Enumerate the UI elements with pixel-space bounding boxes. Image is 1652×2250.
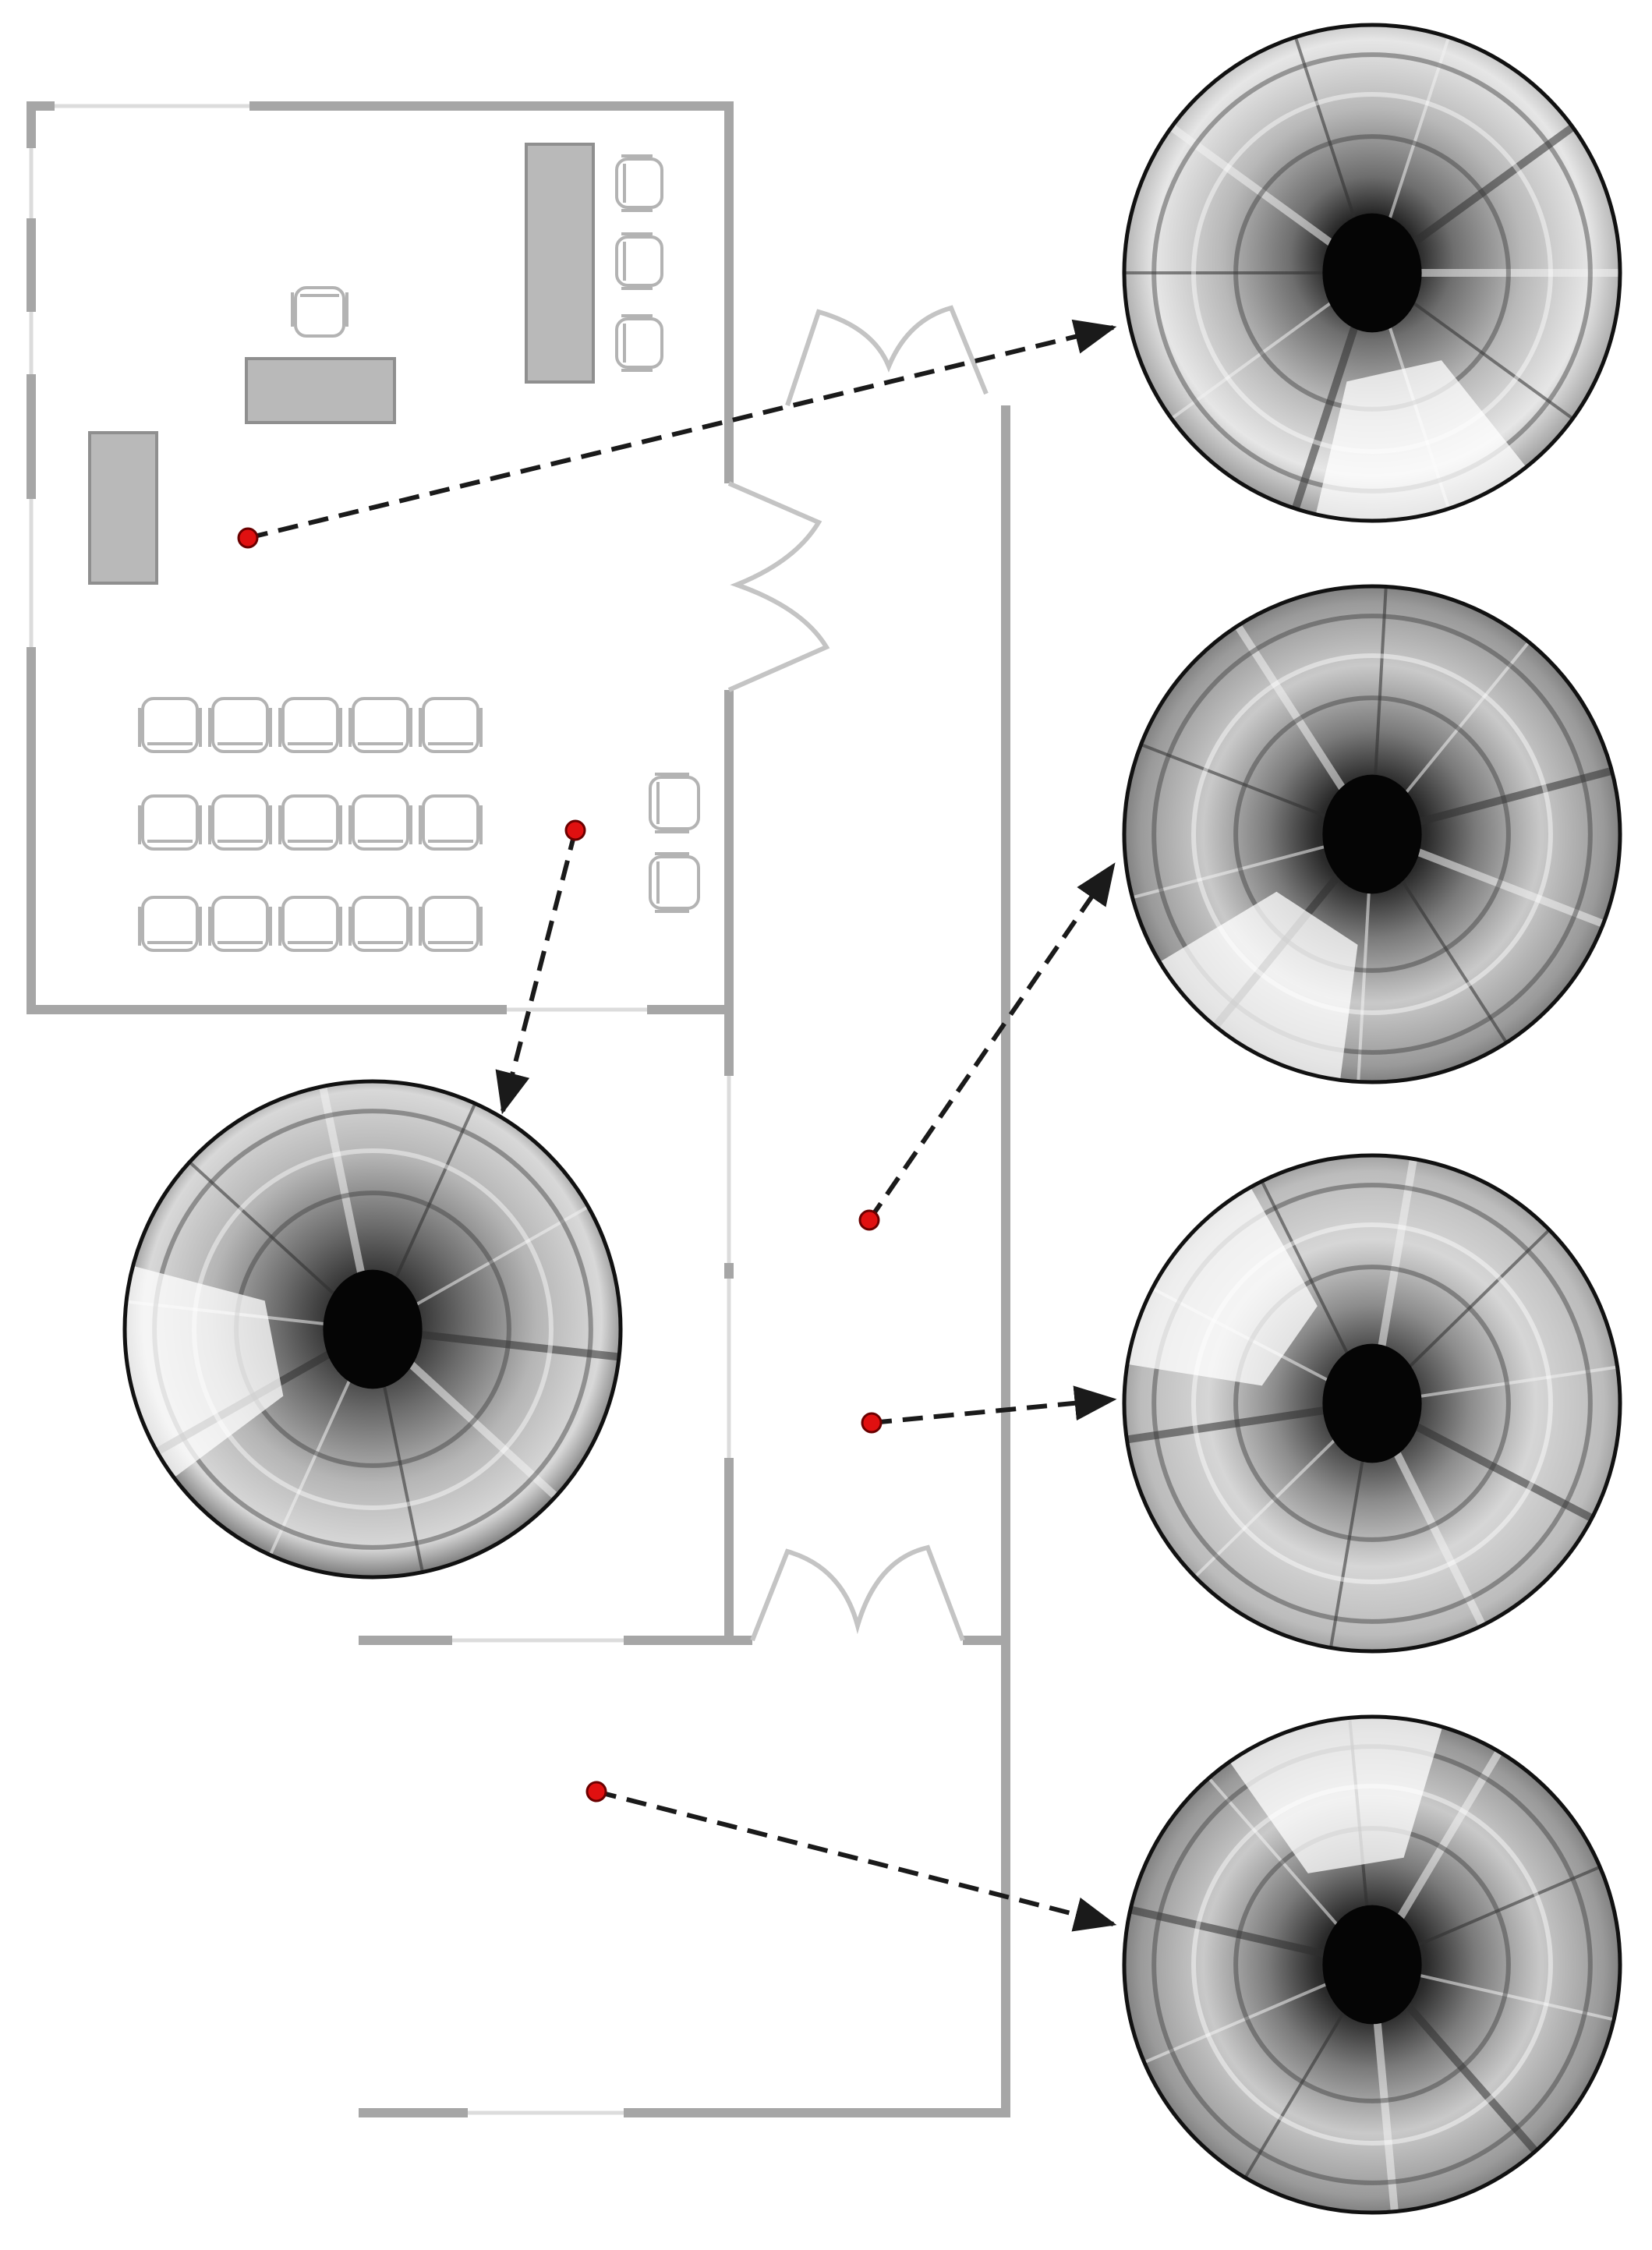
chair-grid-seat (138, 896, 202, 952)
chair-by-wall (649, 852, 700, 913)
panoramas (122, 23, 1622, 2215)
chair-grid-seat (138, 794, 202, 851)
cabinet-left (88, 431, 158, 585)
capture-arrows (247, 319, 1117, 1932)
chair-grid-seat (419, 794, 483, 851)
door-office-side (727, 481, 830, 692)
office-room-walls (27, 101, 734, 1014)
camera-position-marker (237, 527, 259, 549)
camera-position-marker (861, 1412, 883, 1434)
arrow-to-panorama-office-seating (495, 830, 578, 1115)
camera-position-marker (585, 1781, 607, 1802)
arrow-to-panorama-corridor-upper (867, 862, 1116, 1222)
corridor-openings (452, 1076, 731, 2115)
chair-grid-seat (138, 697, 202, 753)
panorama-corridor-lower (1122, 1153, 1622, 1654)
office-chairs (138, 154, 700, 952)
chair-grid-seat (208, 794, 272, 851)
chair-grid-seat (278, 697, 342, 753)
panorama-office-seating (122, 1079, 623, 1580)
panorama-rim (1122, 23, 1622, 523)
arrow-to-panorama-lower-room (596, 1789, 1117, 1932)
chair-grid-seat (348, 896, 412, 952)
chair-grid-seat (419, 697, 483, 753)
chair-grid-seat (278, 896, 342, 952)
panorama-rim (122, 1079, 623, 1580)
door-bottom (750, 1544, 965, 1642)
panorama-rim (1122, 584, 1622, 1084)
chair-grid-seat (278, 794, 342, 851)
cabinet-right (525, 143, 595, 384)
office-furniture (88, 143, 595, 585)
chair-right-column (615, 154, 663, 212)
camera-position-marker (858, 1209, 880, 1231)
panorama-rim (1122, 1714, 1622, 2215)
chair-grid-seat (208, 896, 272, 952)
panorama-corridor-upper (1122, 584, 1622, 1084)
chair-right-column (615, 314, 663, 372)
chair-grid-seat (348, 697, 412, 753)
chair-right-column (615, 232, 663, 290)
chair-grid-seat (348, 794, 412, 851)
panorama-scene (1129, 1717, 1615, 2213)
floorplan (27, 101, 1010, 2117)
arrow-to-panorama-corridor-lower (871, 1385, 1117, 1425)
panorama-rim (1122, 1153, 1622, 1654)
chair-grid-seat (419, 896, 483, 952)
corridor-walls (359, 405, 1010, 2117)
door-top (785, 305, 989, 406)
panorama-office-desk (1122, 23, 1622, 523)
chair-by-wall (649, 773, 700, 833)
desk (245, 357, 396, 424)
panorama-lower-room (1122, 1714, 1622, 2215)
chair-at-desk (291, 286, 348, 338)
arrow-to-panorama-office-desk (247, 319, 1117, 540)
camera-position-marker (564, 819, 586, 841)
chair-grid-seat (208, 697, 272, 753)
capture-markers (237, 527, 883, 1802)
office-room-openings (29, 104, 647, 1012)
